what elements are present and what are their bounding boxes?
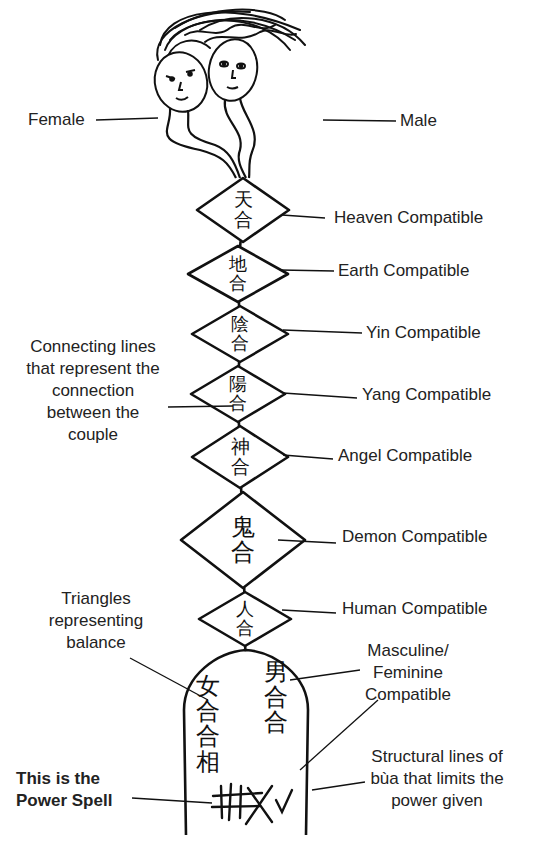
diamond-outline (192, 306, 288, 362)
hair-stroke (175, 10, 285, 28)
eye (220, 62, 228, 67)
nose (179, 82, 183, 90)
callout-label: Human Compatible (342, 598, 532, 620)
glyph-text: 鬼合 (229, 515, 257, 565)
spell-stroke (212, 806, 260, 807)
mouth (227, 87, 238, 89)
leader-line (96, 118, 158, 120)
pupil (188, 72, 192, 76)
diamond-outline (197, 178, 289, 242)
leader-line (168, 406, 233, 407)
glyph-text: 男合合 (262, 660, 290, 736)
callout-label: Male (400, 110, 490, 132)
diamond-outline (181, 492, 305, 588)
leader-line (323, 120, 396, 121)
leader-line (300, 700, 378, 770)
neck-line (188, 110, 240, 178)
compatibility-diamond: 陰合 (192, 306, 288, 362)
compatibility-diamond: 天合 (197, 178, 289, 242)
glyph-text: 神合 (229, 437, 251, 477)
callout-label: Triangles representing balance (40, 588, 152, 654)
talisman-outline (184, 650, 308, 835)
compatibility-diamond: 地合 (188, 246, 288, 302)
spell-stroke (246, 786, 272, 824)
hair-stroke (185, 25, 275, 35)
compatibility-diamond: 鬼合 (181, 492, 305, 588)
diamond-outline (199, 592, 291, 646)
pupil (223, 63, 226, 66)
hair-stroke (200, 18, 305, 45)
spell-stroke (240, 786, 241, 818)
power-spell-scribble (212, 784, 292, 824)
callout-label: Female (28, 109, 108, 131)
female-head (148, 46, 214, 117)
diamond-outline (192, 426, 288, 488)
leader-line (280, 270, 334, 271)
callout-label: Angel Compatible (338, 445, 528, 467)
callout-label: Yin Compatible (366, 322, 531, 344)
leader-line (312, 782, 365, 790)
callout-label: Yang Compatible (362, 384, 532, 406)
leader-line (282, 215, 325, 218)
callout-label: Demon Compatible (342, 526, 532, 548)
nose (232, 70, 236, 78)
male-head (204, 35, 262, 104)
neck-lines (167, 98, 255, 178)
glyph-text: 人合 (235, 600, 256, 638)
spell-stroke (276, 790, 292, 812)
spell-stroke (221, 786, 222, 818)
glyph-text: 陽合 (228, 375, 249, 413)
callout-label: Masculine/ Feminine Compatible (352, 640, 464, 706)
compatibility-diamond: 陽合 (191, 366, 285, 422)
leader-line (283, 330, 362, 333)
leader-line (290, 670, 360, 680)
callout-label: Structural lines of bùa that limits the … (364, 746, 510, 812)
compatibility-diamond: 神合 (192, 426, 288, 488)
glyph-text: 女合合相 (194, 674, 222, 775)
eye (237, 64, 245, 69)
diamond-outline (188, 246, 288, 302)
callout-label: Heaven Compatible (334, 207, 529, 229)
pupil (240, 65, 243, 68)
glyph-text: 地合 (228, 255, 249, 293)
hair-stroke (205, 30, 296, 42)
mouth (176, 97, 188, 100)
neck-line (167, 108, 236, 178)
head-outline (148, 46, 214, 117)
glyph-text: 天合 (232, 190, 254, 230)
leader-line (283, 455, 333, 459)
callout-label: This is the Power Spell (16, 768, 134, 812)
callout-label: Connecting lines that represent the conn… (24, 336, 162, 446)
spell-stroke (229, 784, 231, 820)
neck-line (225, 100, 246, 178)
diamond-outline (191, 366, 285, 422)
talisman-body: 女合合相 男合合 (178, 650, 314, 835)
leader-line (282, 610, 336, 613)
callout-label: Earth Compatible (338, 260, 528, 282)
leader-line (278, 540, 336, 543)
compatibility-diamond: 人合 (199, 592, 291, 646)
head-outline (204, 35, 262, 104)
leader-line (283, 393, 357, 398)
glyph-text: 陰合 (230, 315, 251, 353)
pupil (170, 77, 174, 81)
leader-line (132, 798, 212, 803)
neck-line (240, 98, 255, 178)
